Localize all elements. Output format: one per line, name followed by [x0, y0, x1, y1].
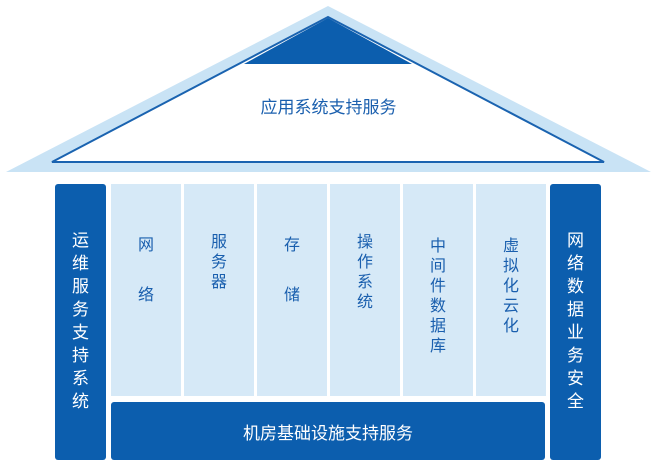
right-pillar-char: 数 — [567, 277, 584, 297]
right-pillar-char: 网 — [567, 231, 584, 251]
roof-peak — [244, 18, 412, 64]
pillar-char: 虚 — [502, 236, 519, 255]
roof-inner-outline — [51, 15, 605, 163]
right-pillar-network-data-security: 网 络 数 据 业 务 安 全 — [550, 184, 601, 460]
roof — [6, 6, 651, 172]
pillar-char: 间 — [429, 256, 446, 275]
foundation-infrastructure: 机房基础设施支持服务 — [111, 402, 545, 460]
left-pillar-char: 维 — [72, 254, 89, 274]
pillar-storage: 存 储 — [257, 184, 327, 396]
left-pillar-ops-support: 运 维 服 务 支 持 系 统 — [55, 184, 106, 460]
left-pillar-char: 运 — [72, 231, 89, 251]
pillar-char: 拟 — [502, 256, 519, 275]
pillar-char: 件 — [429, 276, 446, 295]
pillar-char: 储 — [283, 285, 300, 304]
pillar-server: 服 务 器 — [184, 184, 254, 396]
right-pillar-char: 全 — [567, 392, 584, 412]
pillar-operating-system: 操 作 系 统 — [330, 184, 400, 396]
pillar-char — [289, 257, 294, 282]
roof-label: 应用系统支持服务 — [260, 98, 397, 118]
pillar-char: 服 — [210, 232, 227, 251]
left-pillar-char: 服 — [72, 277, 89, 297]
right-pillar-char: 络 — [567, 254, 584, 274]
right-pillar-char: 安 — [567, 369, 584, 389]
right-pillar-char: 据 — [567, 300, 584, 320]
left-pillar-char: 统 — [72, 392, 89, 412]
pillar-network: 网 络 — [111, 184, 181, 396]
pillar-char: 务 — [210, 252, 227, 271]
pillar-char: 化 — [502, 316, 519, 335]
left-pillar-char: 系 — [72, 369, 89, 389]
pillar-char: 系 — [356, 272, 373, 291]
pillar-char: 化 — [502, 276, 519, 295]
pillar-char: 库 — [429, 336, 446, 355]
left-pillar-char: 务 — [72, 300, 89, 320]
pillar-char: 络 — [137, 285, 154, 304]
pillar-char — [143, 257, 148, 282]
pillar-char: 作 — [356, 252, 373, 271]
right-pillar-char: 业 — [567, 323, 584, 343]
pillar-char: 云 — [502, 296, 519, 315]
pillar-char: 存 — [283, 235, 300, 254]
pillar-middleware-database: 中 间 件 数 据 库 — [403, 184, 473, 396]
left-pillar-char: 支 — [72, 323, 89, 343]
pillar-char: 数 — [429, 296, 446, 315]
pillar-char: 器 — [210, 272, 227, 291]
pillar-char: 统 — [356, 292, 373, 311]
right-pillar-char: 务 — [567, 346, 584, 366]
pillar-char: 中 — [429, 236, 446, 255]
pillar-char: 据 — [429, 316, 446, 335]
pillar-char: 操 — [356, 232, 373, 251]
left-pillar-char: 持 — [72, 346, 89, 366]
pillar-char: 网 — [137, 235, 154, 254]
pillar-virtualization-cloud: 虚 拟 化 云 化 — [476, 184, 546, 396]
